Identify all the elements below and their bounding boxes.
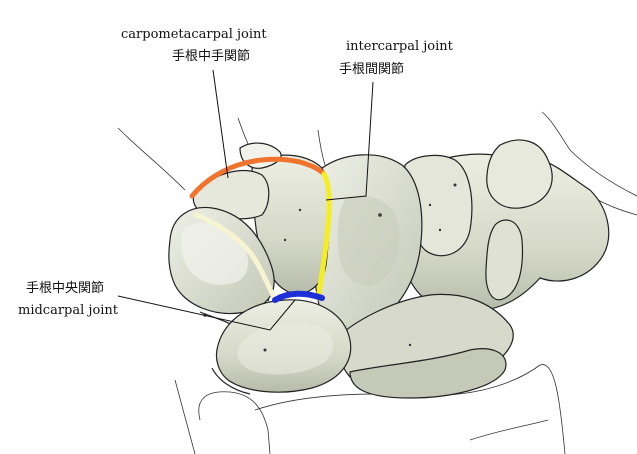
carpometacarpal-leader-line <box>212 69 229 179</box>
central-carpal-bones <box>312 154 514 399</box>
radial-carpal-bones <box>192 142 330 295</box>
midcarpal-joint-label: midcarpal joint <box>18 303 119 318</box>
intercarpal-joint-line <box>315 171 332 301</box>
midcarpal-joint-japanese-label: 手根中央関節 <box>26 281 105 296</box>
intercarpal-leader-line <box>325 81 374 201</box>
carpometacarpal-joint-label: carpometacarpal joint <box>121 27 267 42</box>
distal-carpal-row <box>398 139 610 313</box>
lunate-bone <box>211 299 352 395</box>
carpometacarpal-joint-japanese-label: 手根中手関節 <box>172 49 251 64</box>
intercarpal-joint-label: intercarpal joint <box>346 39 453 54</box>
leader-lines <box>117 69 374 331</box>
intercarpal-joint-japanese-label: 手根間関節 <box>339 62 405 77</box>
midcarpal-joint-line-lateral <box>193 212 277 301</box>
carpometacarpal-joint-line <box>189 156 327 199</box>
midcarpal-joint-line-medial <box>272 290 325 303</box>
midcarpal-leader-line <box>117 295 296 331</box>
scaphoid-bone <box>168 206 275 331</box>
